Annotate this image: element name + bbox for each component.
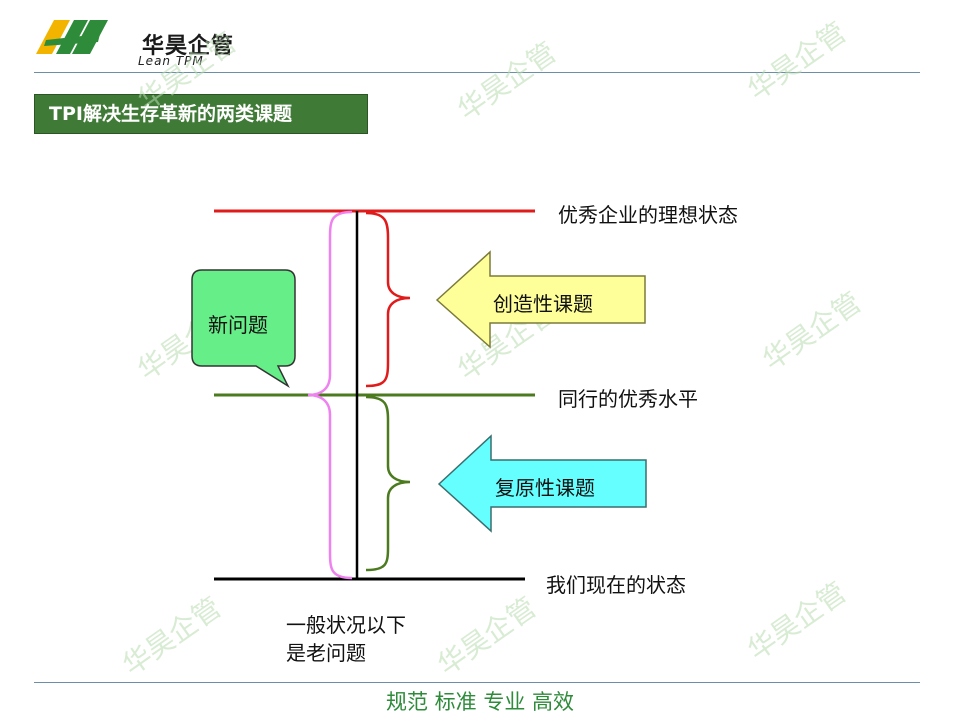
peer-level-label: 同行的优秀水平	[558, 387, 698, 411]
current-level-label: 我们现在的状态	[546, 573, 686, 597]
page-title: TPI解决生存革新的两类课题	[34, 94, 368, 134]
restorative-arrow-label: 复原性课题	[495, 476, 595, 500]
company-logo: 华昊企管 Lean TPM	[30, 14, 250, 68]
restorative-arrow	[437, 434, 647, 533]
old-problem-note-line2: 是老问题	[286, 641, 366, 665]
restorative-brace	[365, 395, 411, 572]
logo-mark-icon	[36, 20, 108, 54]
footer-divider	[34, 682, 920, 683]
callout-label: 新问题	[208, 313, 268, 337]
new-problem-callout	[191, 269, 296, 389]
logo-name-cn: 华昊企管	[142, 34, 235, 59]
ideal-level-label: 优秀企业的理想状态	[558, 203, 738, 227]
creative-brace	[365, 211, 411, 388]
footer-slogan: 规范 标准 专业 高效	[385, 690, 575, 714]
old-problem-note-line1: 一般状况以下	[286, 613, 406, 637]
big-brace	[307, 210, 353, 580]
header-divider	[34, 72, 920, 73]
logo-name-en: Lean TPM	[138, 54, 204, 68]
creative-arrow-label: 创造性课题	[493, 292, 593, 316]
creative-arrow	[435, 250, 646, 349]
